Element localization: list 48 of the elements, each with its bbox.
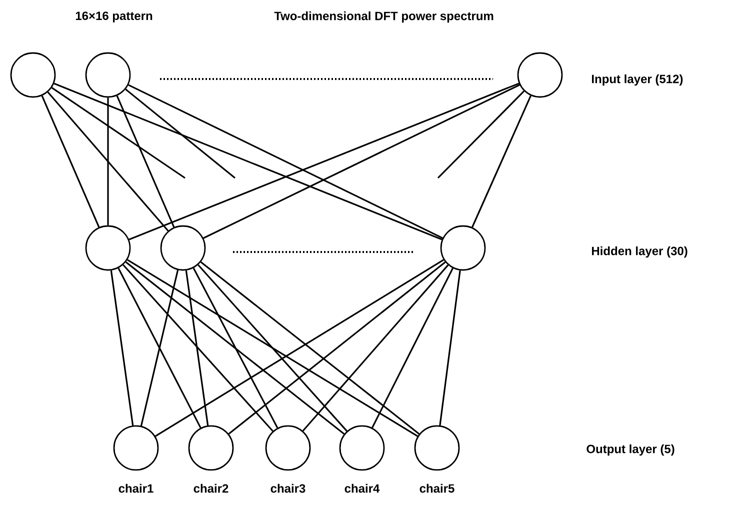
- connection-line: [228, 261, 446, 434]
- connection-line: [154, 259, 444, 437]
- connection-line: [41, 96, 100, 228]
- output-label: chair4: [344, 484, 380, 493]
- neuron-circle: [414, 425, 460, 471]
- connection-line: [185, 270, 209, 426]
- connection-line: [302, 264, 449, 432]
- connection-line: [200, 261, 420, 435]
- neuron-circle: [85, 225, 131, 271]
- connection-line: [47, 92, 169, 232]
- connection-line: [116, 96, 175, 228]
- neuron-circle: [265, 425, 311, 471]
- output-label: chair1: [118, 484, 154, 493]
- connection-line: [437, 90, 525, 179]
- connection-line: [126, 259, 418, 437]
- heading: Two-dimensional DFT power spectrum: [274, 11, 494, 23]
- connection-line: [125, 88, 236, 179]
- neuron-circle: [440, 225, 486, 271]
- neuron-circle: [188, 425, 234, 471]
- connection-line: [140, 270, 179, 426]
- neuron-circle: [113, 425, 159, 471]
- connection-line: [54, 82, 442, 240]
- connection-line: [107, 98, 109, 226]
- neuron-circle: [160, 225, 206, 271]
- connection-line: [128, 84, 443, 239]
- connection-line: [125, 261, 345, 435]
- connection-line: [122, 264, 274, 432]
- output-label: chair5: [420, 484, 454, 493]
- neuron-circle: [339, 425, 385, 471]
- connection-line: [439, 270, 461, 426]
- connection-line: [203, 84, 520, 239]
- connection-line: [118, 268, 202, 428]
- heading: 16×16 pattern: [76, 12, 152, 22]
- connection-line: [51, 87, 186, 179]
- layer-label: Output layer (5): [586, 444, 674, 456]
- output-label: chair2: [194, 484, 228, 493]
- connection-line: [372, 268, 454, 428]
- neuron-circle: [517, 52, 563, 98]
- layer-label: Input layer (512): [592, 74, 683, 86]
- layer-label: Hidden layer (30): [592, 246, 688, 258]
- connection-line: [472, 95, 532, 228]
- neuron-circle: [10, 52, 56, 98]
- connection-line: [192, 268, 278, 428]
- connection-line: [110, 270, 134, 426]
- connection-line: [128, 82, 520, 240]
- neuron-circle: [85, 52, 131, 98]
- output-label: chair3: [270, 484, 306, 493]
- connection-line: [198, 264, 348, 432]
